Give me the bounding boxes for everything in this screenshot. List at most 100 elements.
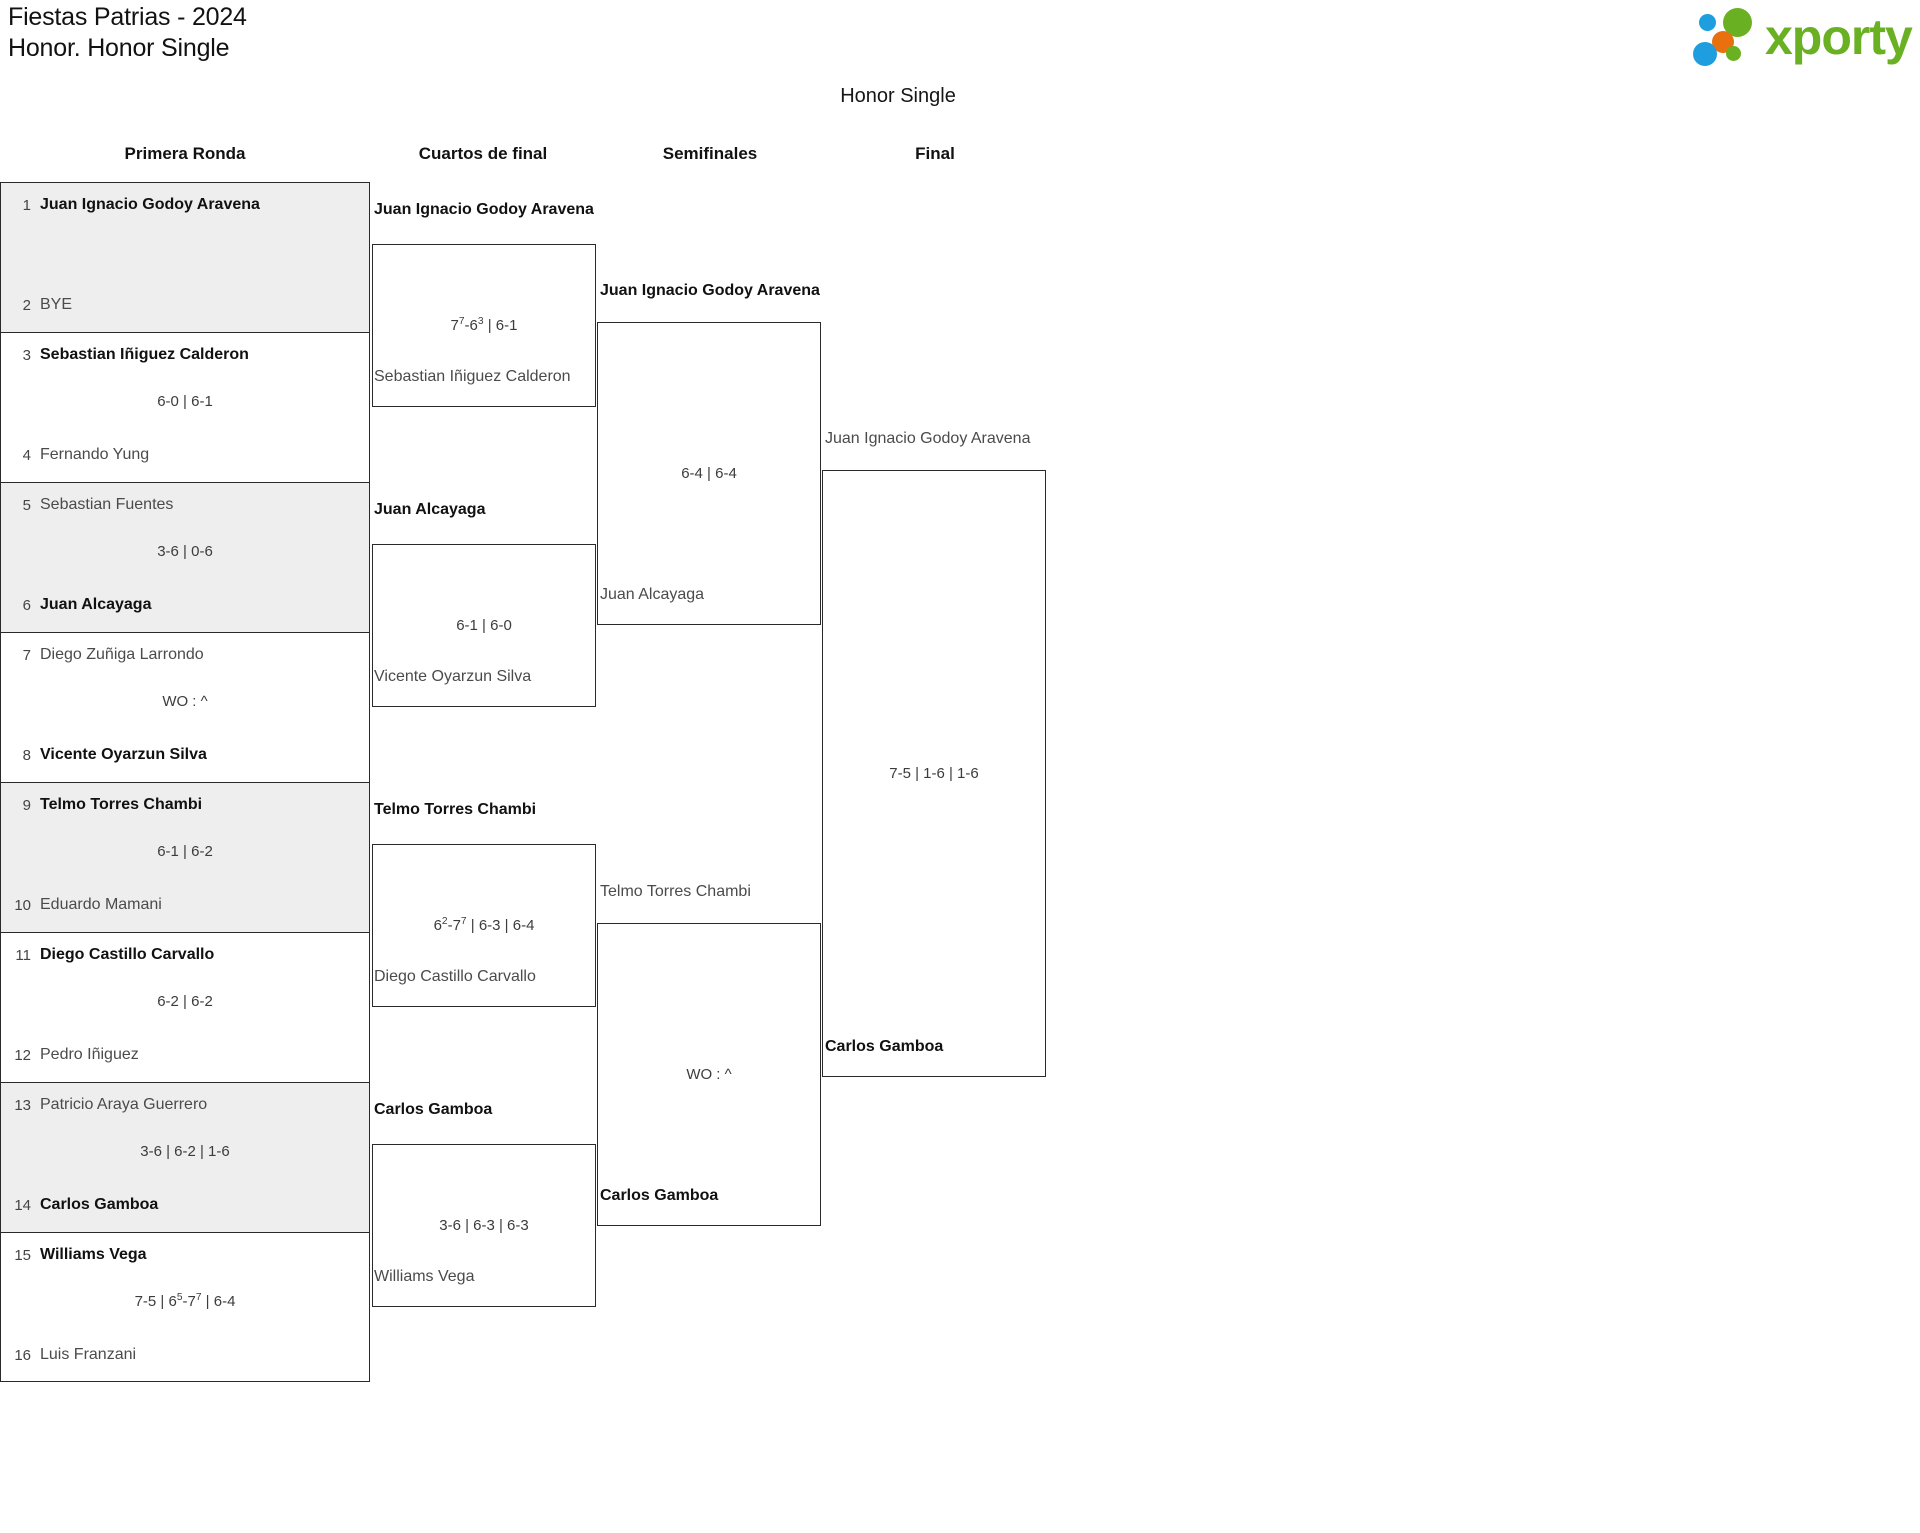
quarterfinal-player-bottom[interactable]: Williams Vega xyxy=(374,1268,475,1285)
player-seed: 8 xyxy=(22,746,31,764)
logo-dot-blue-small-icon xyxy=(1699,14,1716,31)
player-seed: 1 xyxy=(22,196,31,214)
semifinal-player-bottom[interactable]: Juan Alcayaga xyxy=(600,586,705,603)
final-match-score: 7-5 | 1-6 | 1-6 xyxy=(889,764,979,782)
player-name: Patricio Araya Guerrero xyxy=(40,1096,208,1113)
logo-dot-blue-large-icon xyxy=(1693,42,1717,66)
round1-match[interactable]: 5 Sebastian Fuentes 6 Juan Alcayaga 3-6 | 0-… xyxy=(0,482,370,632)
final-player-top[interactable]: Juan Ignacio Godoy Aravena xyxy=(825,430,1031,447)
round1-match[interactable]: 3 Sebastian Iñiguez Calderon 4 Fernando Yun… xyxy=(0,332,370,482)
player-name: Eduardo Mamani xyxy=(40,896,162,913)
round1-player-slot[interactable]: 16 Luis Franzani xyxy=(1,1343,369,1367)
round-header-semifinales: Semifinales xyxy=(662,144,758,163)
match-score: 3-6 | 0-6 xyxy=(157,543,213,560)
final-player-bottom[interactable]: Carlos Gamboa xyxy=(825,1038,944,1055)
player-seed: 13 xyxy=(14,1096,31,1114)
round1-player-slot[interactable]: 9 Telmo Torres Chambi xyxy=(1,793,369,817)
round1-player-slot[interactable]: 10 Eduardo Mamani xyxy=(1,893,369,917)
quarterfinal-player-top[interactable]: Juan Alcayaga xyxy=(374,501,486,518)
quarterfinal-match-box[interactable] xyxy=(372,844,596,1007)
round-header-primera-ronda: Primera Ronda xyxy=(124,144,246,163)
quarterfinal-match-box[interactable] xyxy=(372,244,596,407)
round1-player-slot[interactable]: 14 Carlos Gamboa xyxy=(1,1193,369,1217)
round1-match[interactable]: 13 Patricio Araya Guerrero 14 Carlos Gamboa… xyxy=(0,1082,370,1232)
player-name: Carlos Gamboa xyxy=(40,1196,159,1213)
semifinal-match-score: 6-4 | 6-4 xyxy=(681,464,737,482)
bracket-title: Honor Single xyxy=(840,85,956,107)
match-score: 6-0 | 6-1 xyxy=(157,393,213,410)
final-match-box[interactable] xyxy=(822,470,1046,1077)
match-score: WO : ^ xyxy=(162,693,208,710)
quarterfinal-player-top[interactable]: Telmo Torres Chambi xyxy=(374,801,537,818)
quarterfinal-match-score: 77-63 | 6-1 xyxy=(450,315,518,334)
player-seed: 9 xyxy=(22,796,31,814)
match-score: 6-2 | 6-2 xyxy=(157,993,213,1010)
quarterfinal-match-score: 62-77 | 6-3 | 6-4 xyxy=(433,915,535,934)
round1-player-slot[interactable]: 7 Diego Zuñiga Larrondo xyxy=(1,643,369,667)
round1-player-slot[interactable]: 13 Patricio Araya Guerrero xyxy=(1,1093,369,1117)
player-name: Pedro Iñiguez xyxy=(40,1046,139,1063)
player-seed: 16 xyxy=(14,1346,31,1364)
player-seed: 4 xyxy=(22,446,31,464)
quarterfinal-match-score: 3-6 | 6-3 | 6-3 xyxy=(439,1216,529,1234)
match-score: 7-5 | 65-77 | 6-4 xyxy=(134,1292,236,1310)
quarterfinal-match-box[interactable] xyxy=(372,1144,596,1307)
player-name: Diego Zuñiga Larrondo xyxy=(40,646,204,663)
player-name: Diego Castillo Carvallo xyxy=(40,946,215,963)
player-seed: 3 xyxy=(22,346,31,364)
round1-player-slot[interactable]: 4 Fernando Yung xyxy=(1,443,369,467)
page-title: Fiestas Patrias - 2024 Honor. Honor Sing… xyxy=(8,2,247,64)
player-seed: 11 xyxy=(15,946,31,964)
round1-player-slot[interactable]: 1 Juan Ignacio Godoy Aravena xyxy=(1,193,369,217)
round-header-final: Final xyxy=(915,144,955,163)
round1-player-slot[interactable]: 6 Juan Alcayaga xyxy=(1,593,369,617)
logo-wordmark: xporty xyxy=(1765,9,1913,65)
round1-player-slot[interactable]: 5 Sebastian Fuentes xyxy=(1,493,369,517)
semifinal-player-top[interactable]: Telmo Torres Chambi xyxy=(600,883,751,900)
quarterfinal-player-top[interactable]: Carlos Gamboa xyxy=(374,1101,493,1118)
player-name: Sebastian Fuentes xyxy=(40,496,174,513)
round1-player-slot[interactable]: 11 Diego Castillo Carvallo xyxy=(1,943,369,967)
player-name: Juan Alcayaga xyxy=(40,596,152,613)
player-seed: 10 xyxy=(14,896,31,914)
player-name: Sebastian Iñiguez Calderon xyxy=(40,346,249,363)
player-seed: 7 xyxy=(22,646,31,664)
player-seed: 15 xyxy=(14,1246,31,1264)
quarterfinal-match-score: 6-1 | 6-0 xyxy=(456,616,512,634)
round1-player-slot[interactable]: 3 Sebastian Iñiguez Calderon xyxy=(1,343,369,367)
match-score: 3-6 | 6-2 | 1-6 xyxy=(140,1143,230,1160)
player-seed: 14 xyxy=(14,1196,31,1214)
category-name: Honor. Honor Single xyxy=(8,34,230,62)
semifinal-match-box[interactable] xyxy=(597,923,821,1226)
quarterfinal-player-bottom[interactable]: Vicente Oyarzun Silva xyxy=(374,668,532,685)
round1-player-slot[interactable]: 15 Williams Vega xyxy=(1,1243,369,1267)
quarterfinal-match-box[interactable] xyxy=(372,544,596,707)
player-name: Juan Ignacio Godoy Aravena xyxy=(40,196,260,213)
semifinal-match-score: WO : ^ xyxy=(686,1065,732,1083)
semifinal-player-top[interactable]: Juan Ignacio Godoy Aravena xyxy=(600,282,820,299)
quarterfinal-player-top[interactable]: Juan Ignacio Godoy Aravena xyxy=(374,201,594,218)
player-seed: 5 xyxy=(22,496,31,514)
player-name: Luis Franzani xyxy=(40,1346,137,1363)
semifinal-player-bottom[interactable]: Carlos Gamboa xyxy=(600,1187,719,1204)
round1-match[interactable]: 9 Telmo Torres Chambi 10 Eduardo Mamani 6-1 … xyxy=(0,782,370,932)
round-header-cuartos-de-final: Cuartos de final xyxy=(418,144,548,163)
player-seed: 6 xyxy=(22,596,31,614)
match-score: 6-1 | 6-2 xyxy=(157,843,213,860)
player-name: Fernando Yung xyxy=(40,446,150,463)
semifinal-match-box[interactable] xyxy=(597,322,821,625)
round1-match[interactable]: 15 Williams Vega 16 Luis Franzani 7-5 | 65-7… xyxy=(0,1232,370,1382)
quarterfinal-player-bottom[interactable]: Diego Castillo Carvallo xyxy=(374,968,536,985)
quarterfinal-player-bottom[interactable]: Sebastian Iñiguez Calderon xyxy=(374,368,571,385)
player-name: Williams Vega xyxy=(40,1246,147,1263)
player-name: Telmo Torres Chambi xyxy=(40,796,203,813)
xporty-logo: xporty xyxy=(1693,6,1913,68)
player-seed: 2 xyxy=(22,296,31,314)
